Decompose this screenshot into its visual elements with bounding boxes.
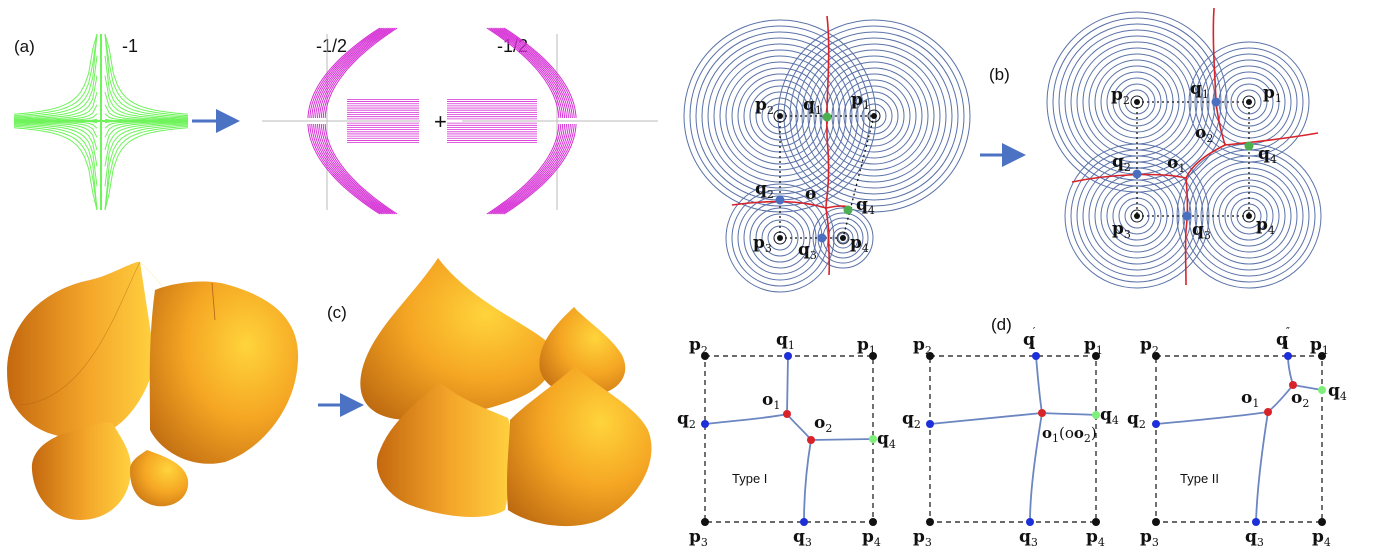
svg-text:p2: p2 bbox=[1111, 85, 1130, 107]
svg-text:q1: q1 bbox=[776, 330, 795, 352]
svg-text:q4: q4 bbox=[1100, 405, 1119, 427]
svg-text:p3: p3 bbox=[753, 233, 772, 255]
cones-before bbox=[7, 261, 299, 520]
svg-text:p2: p2 bbox=[755, 95, 774, 117]
points-right bbox=[1130, 95, 1256, 223]
panel-label-a: (a) bbox=[14, 37, 35, 56]
svg-text:p4: p4 bbox=[1086, 527, 1105, 549]
schematic-type-one bbox=[701, 352, 877, 526]
svg-text:q2: q2 bbox=[677, 409, 696, 431]
type-two-caption: Type II bbox=[1180, 471, 1219, 486]
svg-text:q′1: q′1 bbox=[1023, 325, 1036, 352]
charge-label-left: -1 bbox=[122, 36, 138, 56]
charge-label-mid: -1/2 bbox=[316, 36, 347, 56]
separatrix-left bbox=[731, 15, 853, 276]
svg-text:o2: o2 bbox=[1195, 123, 1213, 145]
point-labels-right: p2 q1 p1 o2 q4 q2 o1 p3 q3 p4 bbox=[1111, 79, 1282, 242]
points-left bbox=[773, 109, 881, 245]
labels-type-two: p2 q″1 p1 o1 o2 q4 q2 p3 q3 p4 Type II bbox=[1127, 325, 1347, 549]
type-one-caption: Type I bbox=[732, 471, 767, 486]
svg-text:p1: p1 bbox=[1263, 83, 1282, 105]
panel-label-c: (c) bbox=[327, 303, 347, 322]
svg-text:o: o bbox=[805, 184, 816, 204]
svg-text:p3: p3 bbox=[913, 527, 932, 549]
cones-after bbox=[360, 258, 652, 527]
magenta-half-field-left bbox=[262, 27, 420, 215]
green-hyperbolic-field bbox=[13, 33, 189, 211]
labels-type-one: p2 q1 p1 o1 o2 q2 q4 p3 q3 p4 Type I bbox=[677, 330, 896, 549]
svg-text:q1: q1 bbox=[803, 95, 822, 117]
svg-text:p4: p4 bbox=[850, 233, 869, 255]
svg-text:o1: o1 bbox=[1241, 388, 1259, 410]
svg-text:p3: p3 bbox=[689, 527, 708, 549]
panel-label-b: (b) bbox=[989, 65, 1010, 84]
level-set-circles-left bbox=[683, 19, 971, 293]
svg-text:p1: p1 bbox=[857, 335, 876, 357]
svg-text:o2: o2 bbox=[814, 413, 832, 435]
plus-sign: + bbox=[434, 109, 447, 134]
point-labels-left: p2 q1 p1 q2 o q4 p3 q3 p4 bbox=[753, 90, 875, 262]
svg-text:p3: p3 bbox=[1112, 219, 1131, 241]
svg-text:o1: o1 bbox=[762, 390, 780, 412]
svg-text:q2: q2 bbox=[755, 179, 774, 201]
schematic-degenerate bbox=[926, 352, 1100, 526]
svg-text:q4: q4 bbox=[1328, 381, 1347, 403]
svg-text:p4: p4 bbox=[1312, 527, 1331, 549]
svg-text:q4: q4 bbox=[1258, 144, 1277, 166]
schematic-type-two bbox=[1152, 352, 1326, 526]
svg-text:p4: p4 bbox=[862, 527, 881, 549]
svg-text:q3: q3 bbox=[1019, 527, 1038, 549]
svg-text:o1(oo2): o1(oo2) bbox=[1042, 424, 1097, 445]
svg-text:q3: q3 bbox=[1192, 220, 1211, 242]
svg-text:o2: o2 bbox=[1291, 388, 1309, 410]
svg-text:q2: q2 bbox=[1112, 152, 1131, 174]
svg-text:q3: q3 bbox=[1245, 527, 1264, 549]
svg-text:q4: q4 bbox=[877, 429, 896, 451]
svg-text:p1: p1 bbox=[1310, 335, 1329, 357]
svg-text:q″1: q″1 bbox=[1276, 325, 1290, 352]
svg-text:p2: p2 bbox=[689, 335, 708, 357]
labels-degenerate: p2 q′1 p1 q2 q4 o1(oo2) p3 q3 p4 bbox=[902, 325, 1119, 549]
svg-text:q2: q2 bbox=[902, 409, 921, 431]
svg-text:q3: q3 bbox=[793, 527, 812, 549]
dotted-connectors-right bbox=[1136, 101, 1250, 217]
svg-text:p1: p1 bbox=[851, 90, 870, 112]
svg-text:q1: q1 bbox=[1190, 79, 1209, 101]
panel-label-d: (d) bbox=[991, 315, 1012, 334]
svg-text:p1: p1 bbox=[1084, 335, 1103, 357]
svg-text:p2: p2 bbox=[1140, 335, 1159, 357]
svg-text:o1: o1 bbox=[1167, 153, 1185, 175]
level-set-circles-right bbox=[1046, 11, 1322, 289]
svg-text:q4: q4 bbox=[856, 195, 875, 217]
svg-text:q3: q3 bbox=[798, 240, 817, 262]
svg-text:q2: q2 bbox=[1127, 409, 1146, 431]
svg-text:p3: p3 bbox=[1140, 527, 1159, 549]
svg-text:p2: p2 bbox=[913, 335, 932, 357]
magenta-half-field-right bbox=[447, 27, 658, 215]
svg-text:p4: p4 bbox=[1256, 215, 1275, 237]
